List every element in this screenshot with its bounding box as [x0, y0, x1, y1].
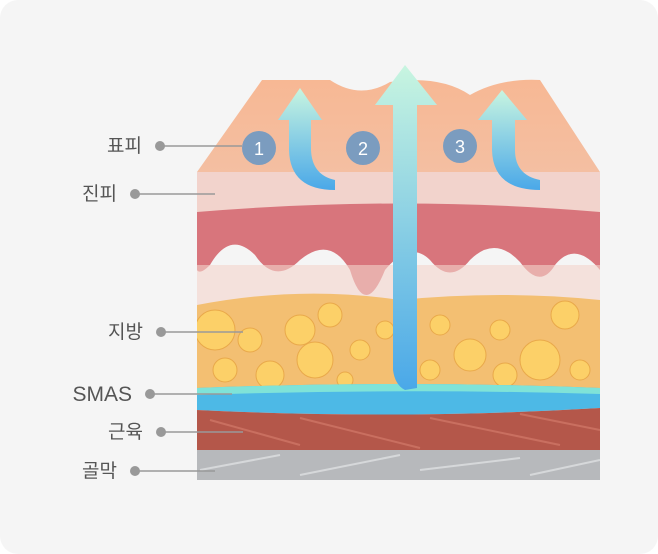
label-epidermis: 표피 — [107, 135, 142, 157]
marker-1 — [242, 131, 276, 165]
penetration-arrow-1 — [278, 88, 335, 190]
marker-3-label: 3 — [455, 137, 465, 157]
penetration-arrow-3 — [478, 90, 540, 190]
label-periosteum: 골막 — [82, 460, 117, 482]
marker-2 — [346, 131, 380, 165]
label-muscle: 근육 — [108, 421, 143, 443]
marker-2-label: 2 — [358, 139, 368, 159]
label-fat: 지방 — [108, 321, 143, 343]
marker-3 — [443, 129, 477, 163]
marker-1-label: 1 — [254, 139, 264, 159]
penetration-arrow-2 — [375, 65, 437, 390]
leader-dots — [130, 141, 166, 476]
label-dermis: 진피 — [82, 183, 117, 205]
muscle-layer — [197, 408, 600, 452]
label-smas: SMAS — [72, 383, 132, 406]
leader-lines — [135, 145, 243, 472]
